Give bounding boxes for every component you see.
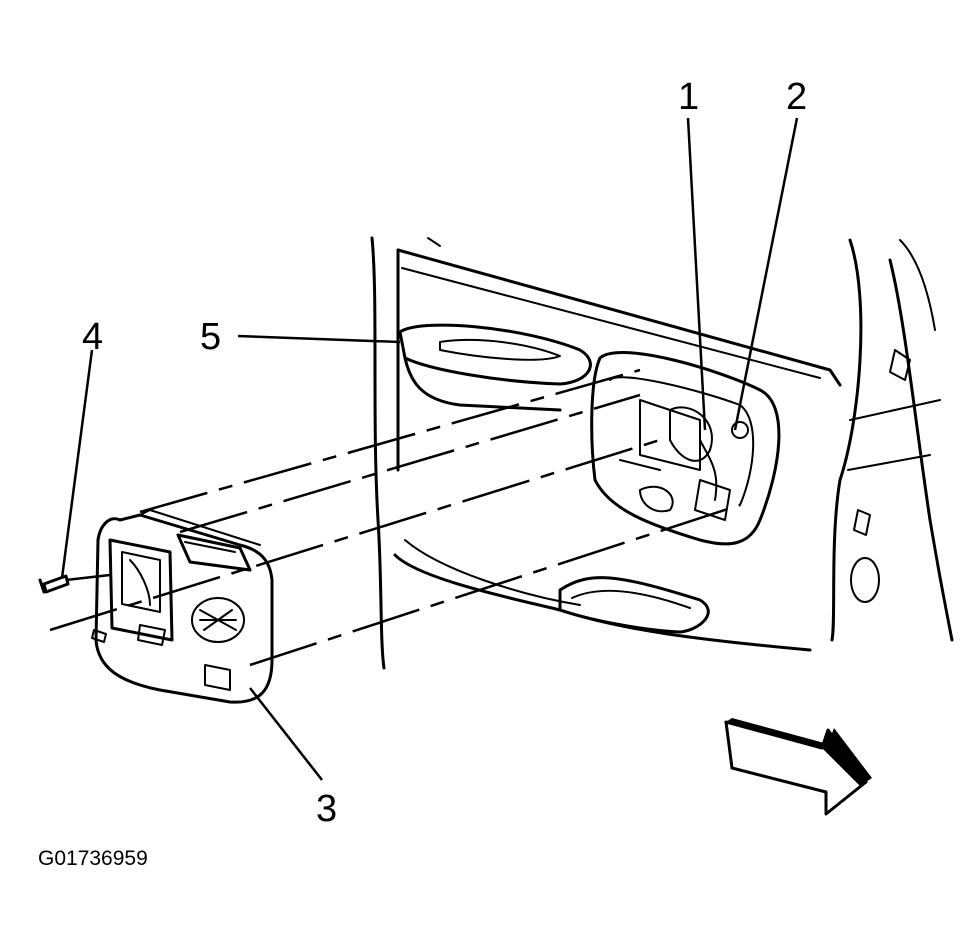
callout-leaders (60, 117, 799, 781)
switch-opening (590, 350, 781, 546)
forward-arrow-icon (724, 718, 872, 816)
callout-4: 4 (82, 316, 104, 358)
screw (38, 574, 70, 594)
alignment-lines (49, 368, 741, 667)
pull-cup (398, 323, 592, 412)
figure-id: G01736959 (38, 847, 148, 870)
door-edge (830, 238, 954, 642)
callout-2: 2 (786, 76, 808, 118)
callout-1: 1 (678, 76, 700, 118)
callout-3: 3 (316, 788, 338, 830)
switch-bezel (91, 509, 274, 704)
door-frame (370, 236, 842, 670)
callout-5: 5 (200, 316, 222, 358)
